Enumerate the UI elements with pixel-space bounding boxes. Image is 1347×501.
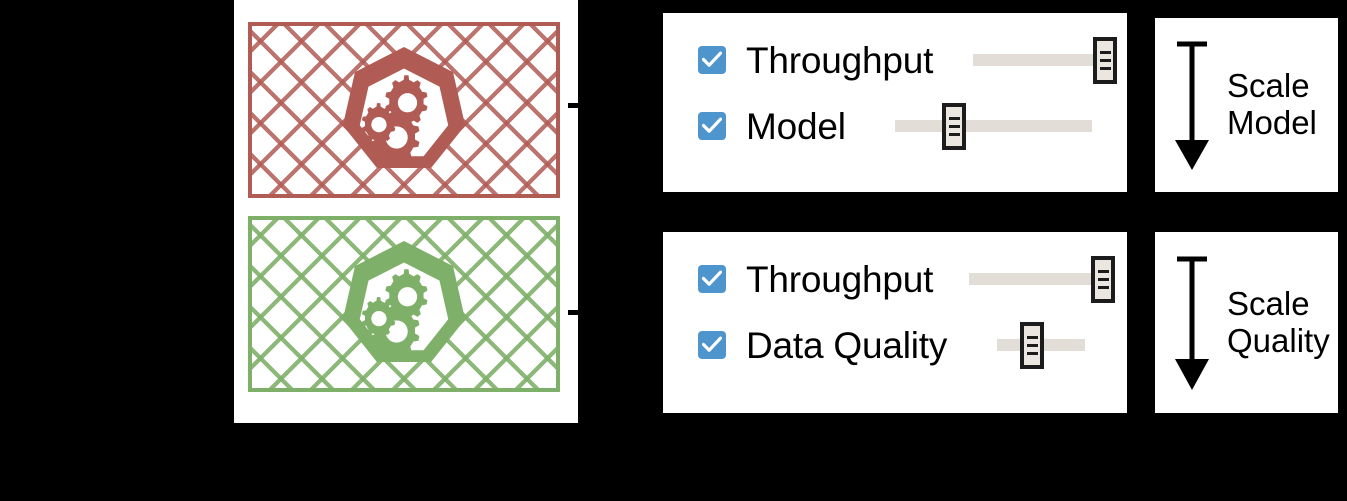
slider-throughput[interactable] <box>973 36 1117 84</box>
control-label-data-quality: Data Quality <box>746 324 948 366</box>
control-row-throughput: Throughput <box>663 27 1127 93</box>
cluster-gears-icon <box>342 47 466 169</box>
connector-line-top <box>568 103 580 108</box>
scale-caption: Scale Quality <box>1227 284 1330 360</box>
down-arrow-icon <box>1175 41 1209 170</box>
control-row-model: Model <box>663 93 1127 159</box>
control-label-throughput: Throughput <box>746 258 934 300</box>
environment-stage <box>234 0 578 423</box>
connector-line-bottom <box>568 310 580 315</box>
checkbox-throughput[interactable] <box>698 46 726 74</box>
slider-handle[interactable] <box>1093 36 1117 84</box>
check-icon <box>702 117 722 133</box>
control-panel-model: Throughput Model <box>663 13 1127 192</box>
control-label-throughput: Throughput <box>746 39 934 81</box>
scale-caption-line2: Model <box>1227 104 1317 141</box>
scale-caption-line1: Scale <box>1227 67 1310 105</box>
scale-panel-model: Scale Model <box>1155 18 1338 192</box>
check-icon <box>702 51 722 67</box>
environment-box-red[interactable] <box>248 22 560 198</box>
scale-caption-line1: Scale <box>1227 284 1310 322</box>
control-panel-quality: Throughput Data Quality <box>663 232 1127 413</box>
cluster-gears-icon <box>342 241 466 363</box>
control-row-throughput: Throughput <box>663 246 1127 312</box>
check-icon <box>702 270 722 286</box>
check-icon <box>702 336 722 352</box>
down-arrow-icon <box>1175 256 1209 390</box>
slider-track[interactable] <box>895 120 1092 132</box>
environment-box-green[interactable] <box>248 216 560 392</box>
scale-caption: Scale Model <box>1227 67 1317 142</box>
slider-handle[interactable] <box>942 102 967 150</box>
slider-track[interactable] <box>973 54 1105 66</box>
scale-caption-line2: Quality <box>1227 321 1330 359</box>
checkbox-throughput[interactable] <box>698 265 726 293</box>
slider-throughput[interactable] <box>969 255 1115 303</box>
slider-handle[interactable] <box>1091 255 1115 303</box>
control-row-data-quality: Data Quality <box>663 312 1127 378</box>
slider-handle[interactable] <box>1020 321 1045 369</box>
checkbox-model[interactable] <box>698 112 726 140</box>
slider-data-quality[interactable] <box>997 321 1085 369</box>
checkbox-data-quality[interactable] <box>698 331 726 359</box>
slider-model[interactable] <box>895 102 1092 150</box>
slider-track[interactable] <box>969 273 1103 285</box>
scale-panel-quality: Scale Quality <box>1155 232 1338 413</box>
control-label-model: Model <box>746 105 846 147</box>
